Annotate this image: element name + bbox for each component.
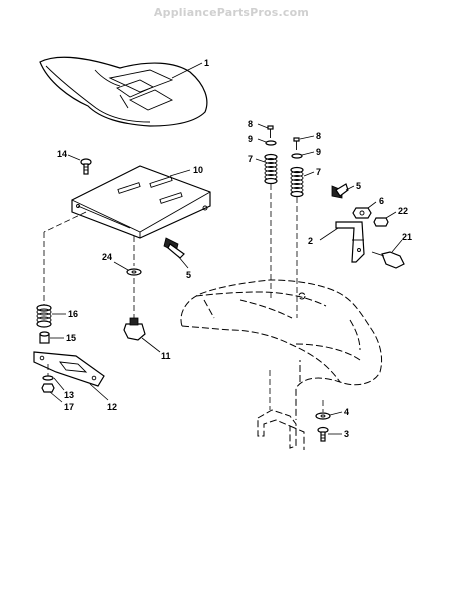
callout-washer-24: 24 <box>102 252 112 262</box>
bolt-14[interactable] <box>80 158 92 175</box>
callout-washer-13: 13 <box>64 390 74 400</box>
watermark: AppliancePartsPros.com <box>153 6 310 19</box>
seat[interactable] <box>39 56 208 127</box>
callout-bolt-21: 21 <box>402 232 412 242</box>
spring-7-right[interactable] <box>290 166 304 198</box>
nut-6[interactable] <box>352 207 372 219</box>
washer-24[interactable] <box>126 268 142 276</box>
callout-bracket-2: 2 <box>308 236 313 246</box>
callout-spring-7-left: 7 <box>248 154 253 164</box>
callout-seat-pan: 10 <box>193 165 203 175</box>
knob-5-left[interactable] <box>163 237 185 259</box>
seat-pan[interactable] <box>71 165 211 239</box>
bolt-3[interactable] <box>317 426 329 442</box>
callout-knob-11: 11 <box>161 351 171 361</box>
callout-bolt-14: 14 <box>57 149 67 159</box>
callout-spring-7-right: 7 <box>316 167 321 177</box>
spring-16[interactable] <box>36 304 52 328</box>
lower-bracket-outline <box>257 409 305 450</box>
bracket-12[interactable] <box>33 351 105 387</box>
callout-seat: 1 <box>204 58 209 68</box>
washer-13[interactable] <box>42 375 54 381</box>
spring-7-left[interactable] <box>264 153 278 185</box>
callout-knob-5-left: 5 <box>186 270 191 280</box>
callout-bolt-8-right: 8 <box>316 131 321 141</box>
washer-9-left[interactable] <box>265 140 277 146</box>
washer-22[interactable] <box>373 217 389 227</box>
callout-spring-16: 16 <box>68 309 78 319</box>
callout-nut-6: 6 <box>379 196 384 206</box>
callout-bolt-3: 3 <box>344 429 349 439</box>
callout-bracket-12: 12 <box>107 402 117 412</box>
nut-17[interactable] <box>41 383 55 393</box>
callout-washer-9-left: 9 <box>248 134 253 144</box>
bolt-8-left[interactable] <box>267 125 274 138</box>
bolt-8-right[interactable] <box>293 137 300 150</box>
callout-bolt-8-left: 8 <box>248 119 253 129</box>
callout-bushing-15: 15 <box>66 333 76 343</box>
knob-11[interactable] <box>123 317 146 341</box>
washer-4[interactable] <box>315 412 331 420</box>
callout-washer-4: 4 <box>344 407 349 417</box>
washer-9-right[interactable] <box>291 153 303 159</box>
knob-5-right[interactable] <box>331 183 349 199</box>
fender-outline <box>180 279 383 420</box>
bracket-2[interactable] <box>335 221 365 263</box>
bushing-15[interactable] <box>39 331 50 344</box>
callout-washer-9-right: 9 <box>316 147 321 157</box>
bolt-21[interactable] <box>371 251 405 269</box>
callout-nut-17: 17 <box>64 402 74 412</box>
callout-washer-22: 22 <box>398 206 408 216</box>
callout-knob-5-right: 5 <box>356 181 361 191</box>
